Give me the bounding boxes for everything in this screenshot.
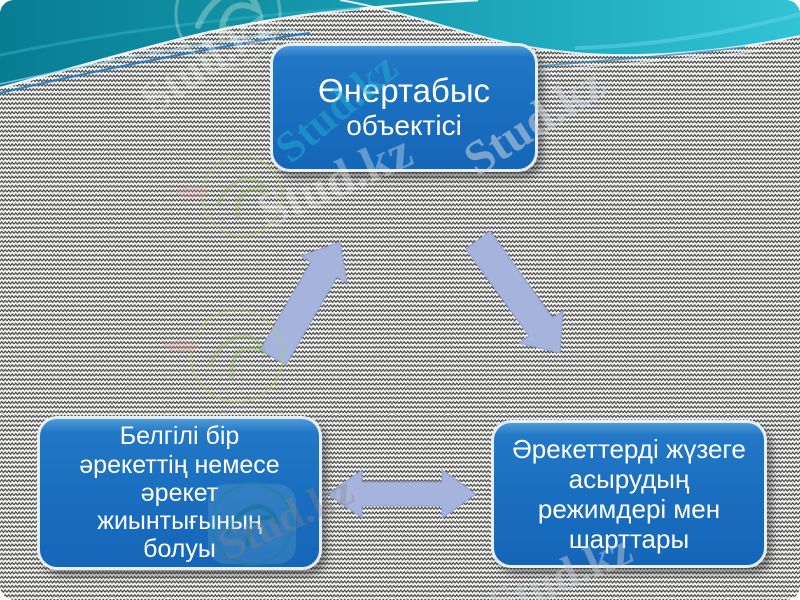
node-text-line: әрекет (140, 478, 219, 507)
node-text-line: жиынтығының (97, 507, 262, 536)
blue-accent-line (539, 46, 746, 67)
arrow-up-right (259, 241, 348, 366)
stud-kz-logo-watermark (164, 308, 285, 404)
stud-kz-logo-watermark (174, 0, 282, 68)
diagram-node-presence-of-action: Белгілі бір әрекеттің немесе әрекет жиын… (37, 416, 322, 570)
diagram-node-modes-and-conditions: Әрекеттерді жүзеге асырудың режимдері ме… (491, 420, 767, 568)
node-text-line: Әрекеттерді жүзеге (512, 433, 746, 464)
arrow-horizontal-double (327, 469, 477, 519)
stud-kz-logo-watermark (176, 154, 284, 238)
teal-highlight-curve (574, 12, 800, 50)
blue-accent-line (0, 29, 296, 85)
arrow-down-right (465, 230, 564, 354)
node-text-line: әрекеттің немесе (79, 450, 280, 479)
node-text-line: болуы (143, 535, 216, 564)
node-text-line: Белгілі бір (119, 422, 240, 451)
node-text-line: асырудың (568, 463, 690, 494)
stud-kz-text-watermark: Stud.kz (130, 0, 282, 125)
diagram-node-invention-object: Өнертабыс объектісі (270, 43, 538, 172)
blue-accent-line (0, 31, 311, 95)
node-text-line: режимдері мен (537, 494, 721, 524)
node-text-line: шарттары (568, 524, 690, 555)
node-text-line: объектісі (346, 110, 462, 142)
white-accent-line (539, 49, 771, 72)
node-text-line: Өнертабыс (317, 72, 491, 110)
